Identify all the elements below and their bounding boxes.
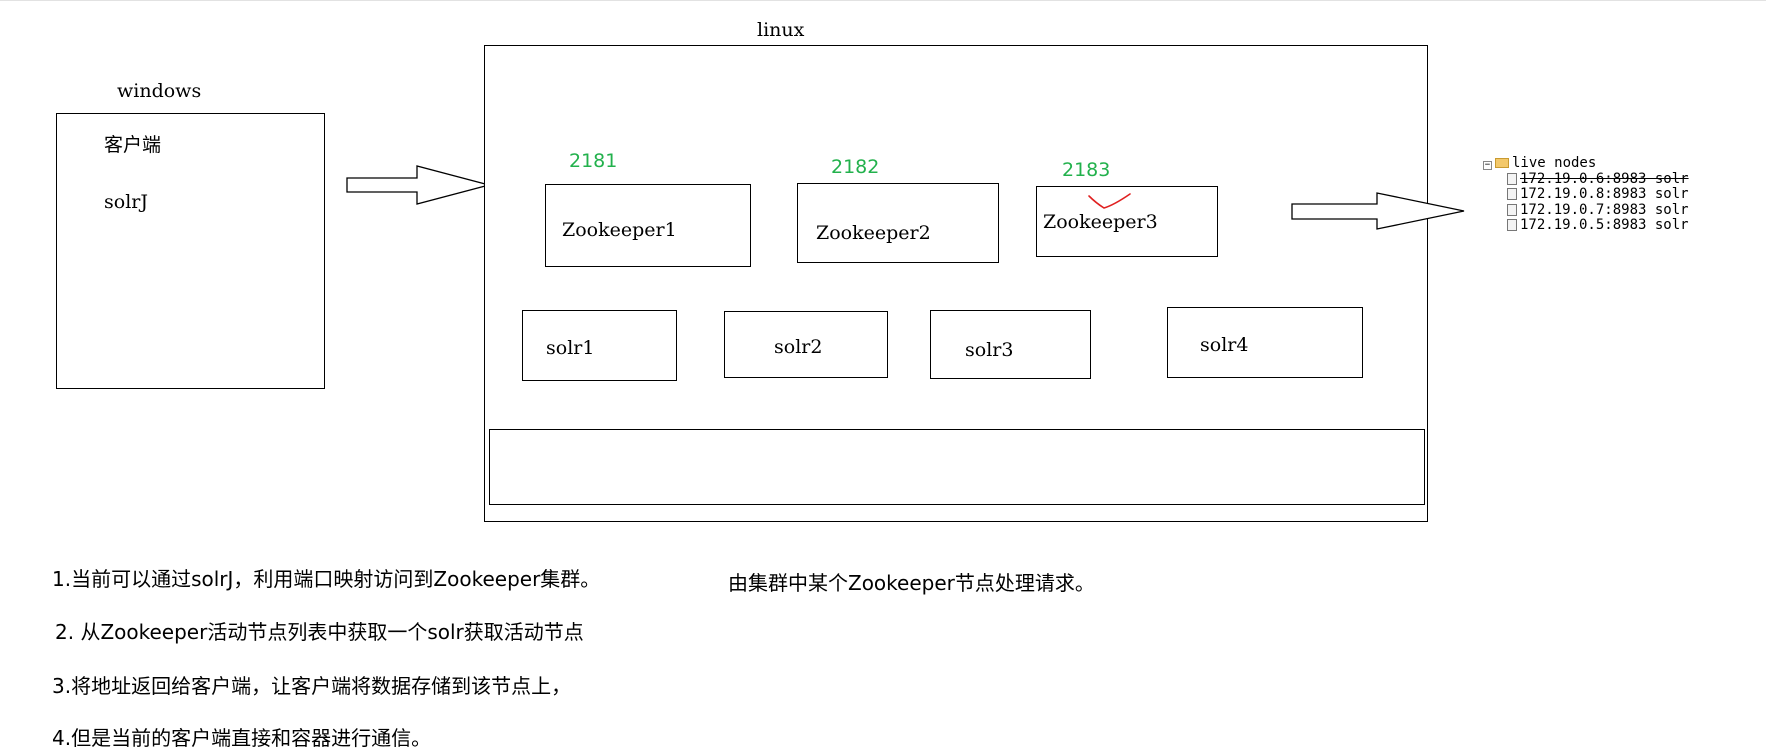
note-step-2: 2. 从Zookeeper活动节点列表中获取一个solr获取活动节点 bbox=[55, 620, 584, 644]
collapse-icon: − bbox=[1483, 160, 1492, 170]
note-step-3: 3.将地址返回给客户端，让客户端将数据存储到该节点上， bbox=[52, 674, 572, 698]
file-icon bbox=[1507, 219, 1517, 231]
live-nodes-folder-label: live nodes bbox=[1512, 155, 1597, 171]
file-icon bbox=[1507, 188, 1517, 200]
solr2-node: solr2 bbox=[724, 311, 888, 378]
arrow-linux-to-live-nodes bbox=[1291, 192, 1465, 230]
solr1-node: solr1 bbox=[522, 310, 677, 381]
live-node-item: 172.19.0.7:8983 solr bbox=[1483, 201, 1723, 219]
note-step-4: 4.但是当前的客户端直接和容器进行通信。 bbox=[52, 726, 432, 750]
solr4-label: solr4 bbox=[1200, 334, 1249, 356]
container-box bbox=[489, 429, 1425, 505]
windows-box: 客户端 solrJ bbox=[56, 113, 325, 389]
note-step-1: 1.当前可以通过solrJ，利用端口映射访问到Zookeeper集群。 bbox=[52, 567, 601, 591]
zookeeper3-node: Zookeeper3 bbox=[1036, 186, 1218, 257]
solrj-label: solrJ bbox=[104, 191, 148, 213]
live-nodes-tree: − live nodes 172.19.0.6:8983 solr 172.19.… bbox=[1483, 155, 1723, 234]
note-step-1-continued: 由集群中某个Zookeeper节点处理请求。 bbox=[728, 571, 1095, 595]
solr2-label: solr2 bbox=[774, 336, 823, 358]
zookeeper1-port: 2181 bbox=[569, 150, 618, 172]
file-icon bbox=[1507, 172, 1517, 185]
zookeeper2-node: Zookeeper2 bbox=[797, 183, 999, 263]
live-node-label: 172.19.0.6:8983 solr bbox=[1520, 170, 1689, 187]
zookeeper3-port: 2183 bbox=[1062, 159, 1111, 181]
live-node-item: 172.19.0.8:8983 solr bbox=[1483, 186, 1723, 203]
solr4-node: solr4 bbox=[1167, 307, 1363, 378]
windows-title: windows bbox=[117, 80, 202, 102]
client-label: 客户端 bbox=[104, 134, 162, 156]
zookeeper2-label: Zookeeper2 bbox=[816, 222, 931, 244]
zookeeper2-port: 2182 bbox=[831, 156, 880, 178]
arrow-windows-to-linux bbox=[346, 165, 492, 205]
live-node-item: 172.19.0.6:8983 solr bbox=[1483, 170, 1723, 188]
solr1-label: solr1 bbox=[546, 337, 595, 359]
zookeeper1-label: Zookeeper1 bbox=[562, 219, 677, 241]
solr3-node: solr3 bbox=[930, 310, 1091, 379]
live-node-item: 172.19.0.5:8983 solr bbox=[1483, 217, 1723, 234]
top-divider bbox=[0, 0, 1766, 1]
folder-open-icon bbox=[1495, 158, 1509, 168]
live-node-label: 172.19.0.5:8983 solr bbox=[1520, 217, 1689, 233]
file-icon bbox=[1507, 203, 1517, 216]
zookeeper1-node: Zookeeper1 bbox=[545, 184, 751, 267]
check-mark-icon bbox=[1088, 193, 1131, 209]
live-node-label: 172.19.0.8:8983 solr bbox=[1520, 186, 1689, 202]
live-nodes-folder: − live nodes bbox=[1483, 155, 1723, 172]
zookeeper3-label: Zookeeper3 bbox=[1043, 211, 1158, 233]
linux-title: linux bbox=[757, 19, 805, 41]
solr3-label: solr3 bbox=[965, 339, 1014, 361]
live-node-label: 172.19.0.7:8983 solr bbox=[1520, 201, 1689, 218]
